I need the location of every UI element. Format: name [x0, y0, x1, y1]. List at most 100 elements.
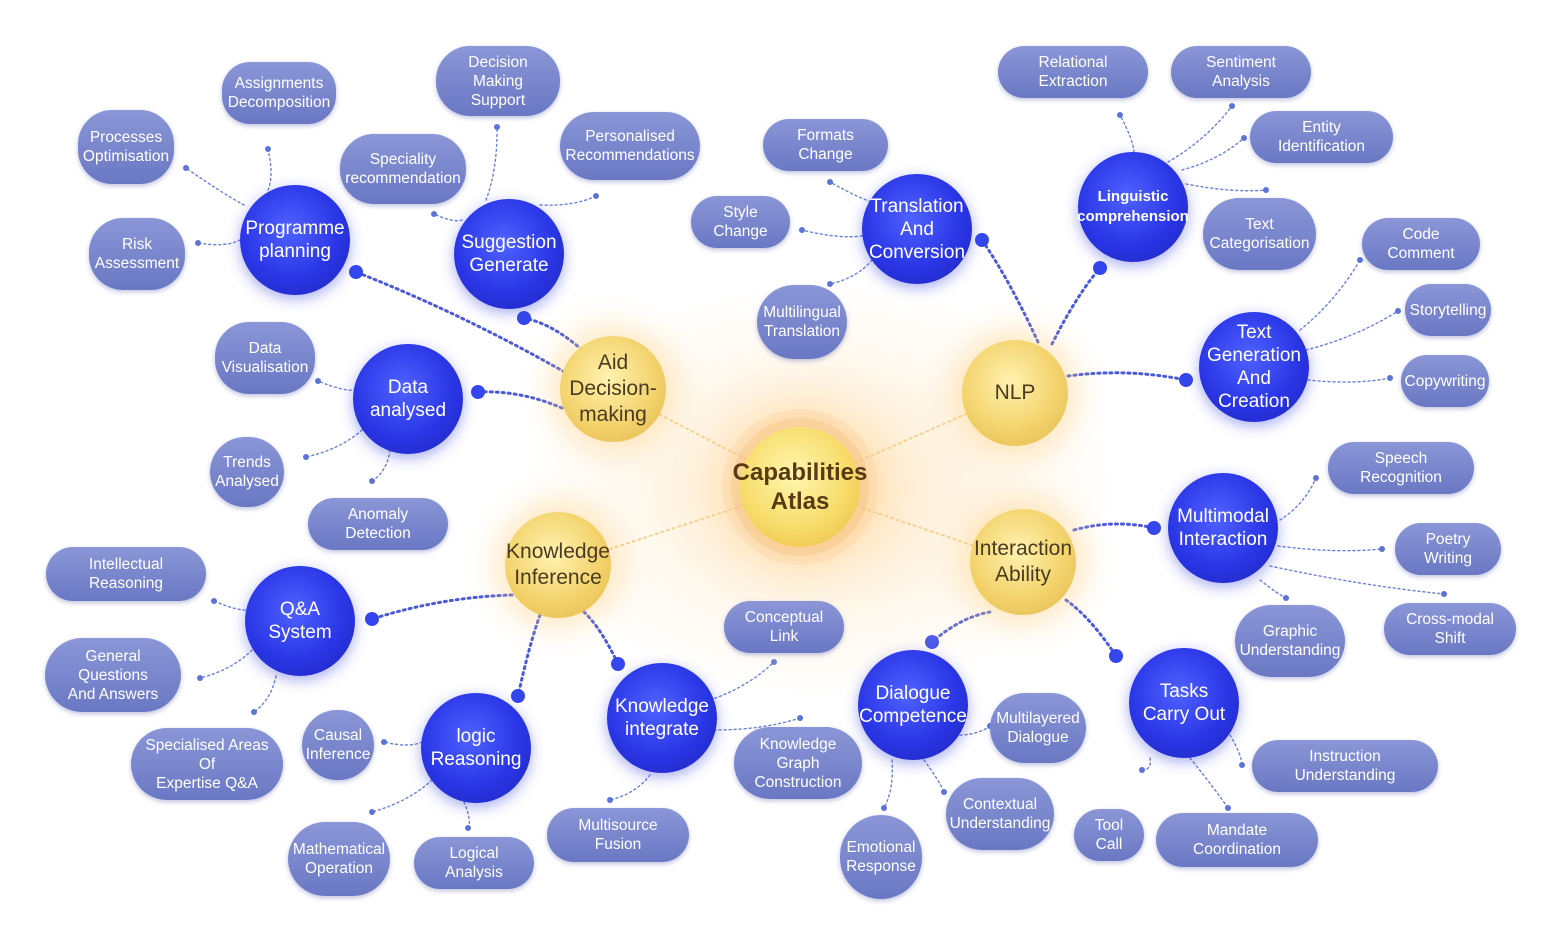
leaf-multisource-fusion[interactable]: Multisource Fusion: [547, 808, 689, 862]
branch-dot: [925, 635, 939, 649]
leaf-connector: [305, 429, 363, 458]
leaf-connector: [829, 181, 881, 206]
leaf-multilingual-translation[interactable]: Multilingual Translation: [757, 285, 847, 359]
branch-dot: [1093, 261, 1107, 275]
leaf-connector: [1229, 734, 1243, 766]
leaf-dot: [1387, 375, 1393, 381]
subnode-linguistic-comprehension[interactable]: Linguistic comprehension: [1077, 152, 1189, 262]
leaf-dot: [494, 124, 500, 130]
leaf-dot: [827, 281, 833, 287]
leaf-connector: [883, 759, 894, 809]
leaf-speech-recognition[interactable]: Speech Recognition: [1328, 442, 1474, 494]
branch-connector: [1072, 522, 1156, 532]
subnode-multimodal-interaction[interactable]: Multimodal Interaction: [1168, 473, 1278, 583]
leaf-logical-analysis[interactable]: Logical Analysis: [414, 837, 534, 889]
leaf-relational-extraction[interactable]: Relational Extraction: [998, 46, 1148, 98]
subnode-knowledge-integrate[interactable]: Knowledge integrate: [607, 663, 717, 773]
leaf-connector: [1299, 259, 1361, 331]
leaf-connector: [371, 779, 433, 813]
leaf-intellectual-reasoning[interactable]: Intellectual Reasoning: [46, 547, 206, 601]
leaf-connector: [1119, 114, 1135, 153]
leaf-dot: [315, 378, 321, 384]
leaf-dot: [1229, 103, 1235, 109]
branch-dot: [1109, 649, 1123, 663]
subnode-text-generation[interactable]: Text Generation And Creation: [1199, 312, 1309, 422]
leaf-conceptual-link[interactable]: Conceptual Link: [724, 601, 844, 653]
subnode-translation-conversion[interactable]: Translation And Conversion: [862, 174, 972, 284]
leaf-dot: [265, 146, 271, 152]
subnode-data-analysed[interactable]: Data analysed: [353, 344, 463, 454]
subnode-tasks-carry-out[interactable]: Tasks Carry Out: [1129, 648, 1239, 758]
leaf-connector: [709, 661, 775, 701]
leaf-speciality-recommendation[interactable]: Speciality recommendation: [340, 134, 466, 204]
leaf-formats-change[interactable]: Formats Change: [763, 119, 888, 171]
leaf-specialised-qa[interactable]: Specialised Areas Of Expertise Q&A: [131, 728, 283, 800]
leaf-emotional-response[interactable]: Emotional Response: [840, 815, 922, 899]
leaf-copywriting[interactable]: Copywriting: [1401, 355, 1489, 407]
subnode-dialogue-competence[interactable]: Dialogue Competence: [858, 650, 968, 760]
leaf-dot: [799, 227, 805, 233]
leaf-connector: [317, 380, 357, 391]
leaf-connector: [433, 213, 463, 222]
leaf-dot: [195, 240, 201, 246]
leaf-sentiment-analysis[interactable]: Sentiment Analysis: [1171, 46, 1311, 98]
branch-dot: [365, 612, 379, 626]
leaf-dot: [593, 193, 599, 199]
leaf-storytelling[interactable]: Storytelling: [1405, 284, 1491, 336]
leaf-processes-optimisation[interactable]: Processes Optimisation: [78, 110, 174, 184]
leaf-anomaly-detection[interactable]: Anomaly Detection: [308, 498, 448, 550]
leaf-instruction-understanding[interactable]: Instruction Understanding: [1252, 740, 1438, 792]
leaf-dot: [369, 478, 375, 484]
subnode-programme-planning[interactable]: Programme planning: [240, 185, 350, 295]
leaf-style-change[interactable]: Style Change: [691, 196, 790, 248]
subnode-logic-reasoning[interactable]: logic Reasoning: [421, 693, 531, 803]
leaf-personalised-recommendations[interactable]: Personalised Recommendations: [560, 112, 700, 180]
leaf-graphic-understanding[interactable]: Graphic Understanding: [1235, 605, 1345, 677]
leaf-dot: [1263, 187, 1269, 193]
leaf-connector: [1305, 310, 1399, 351]
branch-connector: [370, 593, 514, 621]
leaf-connector: [199, 649, 253, 679]
leaf-connector: [185, 167, 245, 206]
subnode-suggestion-generate[interactable]: Suggestion Generate: [454, 199, 564, 309]
category-knowledge-inference[interactable]: Knowledge Inference: [505, 512, 611, 618]
category-nlp[interactable]: NLP: [962, 340, 1068, 446]
leaf-connector: [829, 259, 873, 285]
leaf-connector: [1259, 579, 1287, 599]
leaf-tool-call[interactable]: Tool Call: [1074, 809, 1144, 861]
leaf-knowledge-graph-construction[interactable]: Knowledge Graph Construction: [734, 727, 862, 799]
leaf-text-categorisation[interactable]: Text Categorisation: [1203, 198, 1316, 270]
leaf-dot: [431, 211, 437, 217]
leaf-poetry-writing[interactable]: Poetry Writing: [1395, 523, 1501, 575]
leaf-assignments-decomposition[interactable]: Assignments Decomposition: [222, 62, 336, 124]
leaf-connector: [371, 449, 391, 482]
leaf-trends-analysed[interactable]: Trends Analysed: [210, 437, 284, 507]
leaf-connector: [253, 675, 277, 713]
branch-dot: [1179, 373, 1193, 387]
leaf-entity-identification[interactable]: Entity Identification: [1250, 111, 1393, 163]
leaf-contextual-understanding[interactable]: Contextual Understanding: [946, 778, 1054, 850]
leaf-code-comment[interactable]: Code Comment: [1362, 218, 1480, 270]
leaf-dot: [465, 825, 471, 831]
leaf-dot: [607, 797, 613, 803]
leaf-general-qa[interactable]: General Questions And Answers: [45, 638, 181, 712]
leaf-data-visualisation[interactable]: Data Visualisation: [215, 322, 315, 394]
category-interaction-ability[interactable]: Interaction Ability: [970, 509, 1076, 615]
subnode-qa-system[interactable]: Q&A System: [245, 566, 355, 676]
leaf-dot: [1357, 257, 1363, 263]
leaf-connector: [1181, 137, 1245, 171]
leaf-mathematical-operation[interactable]: Mathematical Operation: [288, 822, 390, 896]
leaf-connector: [1185, 183, 1267, 192]
leaf-dot: [183, 165, 189, 171]
leaf-cross-modal-shift[interactable]: Cross-modal Shift: [1384, 603, 1516, 655]
leaf-dot: [1139, 767, 1145, 773]
leaf-connector: [1269, 565, 1445, 595]
branch-connector: [582, 610, 620, 666]
category-aid-decision-making[interactable]: Aid Decision- making: [560, 336, 666, 442]
leaf-mandate-coordination[interactable]: Mandate Coordination: [1156, 813, 1318, 867]
branch-dot: [349, 265, 363, 279]
leaf-risk-assessment[interactable]: Risk Assessment: [89, 218, 185, 290]
leaf-causal-inference[interactable]: Causal Inference: [302, 710, 374, 780]
leaf-multilayered-dialogue[interactable]: Multilayered Dialogue: [990, 693, 1086, 763]
leaf-decision-making-support[interactable]: Decision Making Support: [436, 46, 560, 116]
